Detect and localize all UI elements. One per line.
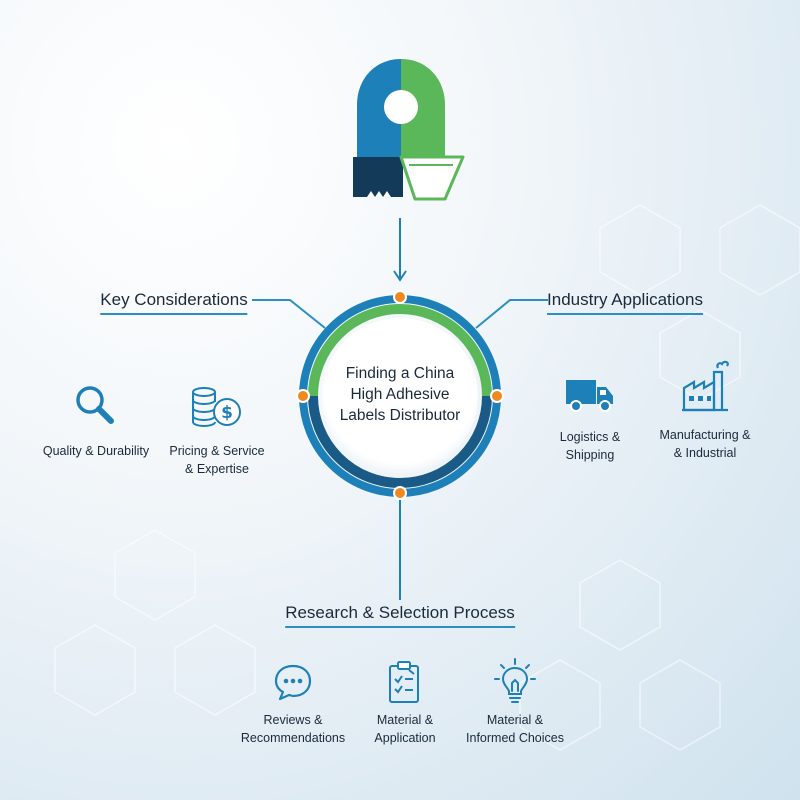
- heading-research-selection: Research & Selection Process: [285, 603, 515, 628]
- node-bottom: [393, 486, 407, 500]
- item-material-application: Material & Application: [374, 713, 436, 745]
- clipboard-checklist-icon: [389, 661, 419, 703]
- item-pricing-service: Pricing & Service & Expertise: [169, 444, 265, 476]
- factory-icon: [682, 360, 729, 412]
- node-right: [490, 389, 504, 403]
- node-top: [393, 290, 407, 304]
- magnifier-icon: [76, 386, 114, 424]
- leader-left: [252, 299, 326, 329]
- item-manufacturing-industrial: Manufacturing & & Industrial: [659, 428, 751, 460]
- leader-right: [475, 299, 548, 329]
- label-roll-logo: [353, 59, 465, 201]
- lightbulb-icon: [494, 658, 536, 703]
- middle-ring-top: [308, 304, 492, 397]
- svg-text:$: $: [221, 403, 233, 423]
- item-quality-durability: Quality & Durability: [42, 444, 150, 458]
- heading-key-considerations: Key Considerations: [100, 290, 249, 315]
- middle-ring-bottom: [308, 395, 492, 488]
- center-disk: [322, 318, 478, 474]
- truck-icon: [566, 380, 613, 412]
- item-reviews-recommendations: Reviews & Recommendations: [240, 713, 346, 745]
- heading-industry-applications: Industry Applications: [547, 290, 703, 315]
- chat-bubble-icon: [274, 664, 312, 701]
- center-title: Finding a China High Adhesive Labels Dis…: [339, 365, 461, 424]
- item-material-informed-choices: Material & Informed Choices: [466, 713, 564, 745]
- node-left: [296, 389, 310, 403]
- item-logistics-shipping: Logistics & Shipping: [559, 430, 621, 462]
- coins-dollar-icon: $: [192, 387, 241, 427]
